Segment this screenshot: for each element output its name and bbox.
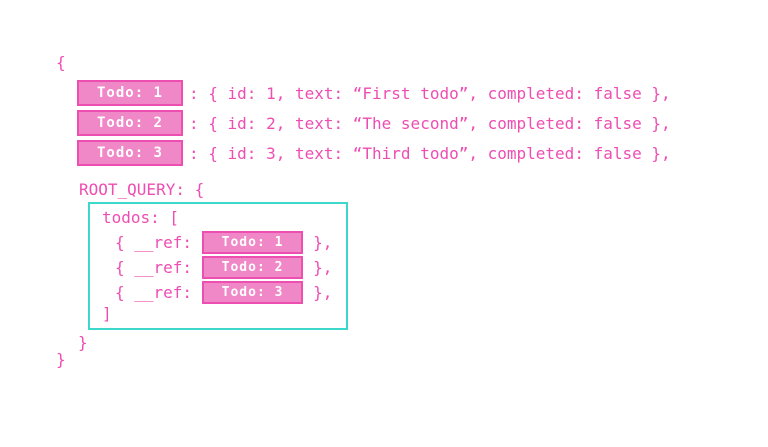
ref-suffix: }, bbox=[313, 282, 333, 302]
entity-row-todo-2: Todo: 2 : { id: 2, text: “The second”, c… bbox=[77, 110, 671, 136]
todo-1-entity-badge: Todo: 1 bbox=[77, 80, 183, 106]
todo-3-entity-value: : { id: 3, text: “Third todo”, completed… bbox=[189, 143, 671, 163]
root-query-label: ROOT_QUERY: { bbox=[79, 180, 205, 199]
todo-3-entity-badge: Todo: 3 bbox=[77, 140, 183, 166]
ref-suffix: }, bbox=[313, 232, 333, 252]
ref-prefix: { __ref: bbox=[115, 232, 193, 252]
ref-row-todo-1: { __ref: Todo: 1 }, bbox=[115, 230, 332, 254]
ref-prefix: { __ref: bbox=[115, 257, 193, 277]
ref-prefix: { __ref: bbox=[115, 282, 193, 302]
todos-highlight-box: todos: [ { __ref: Todo: 1 }, { __ref: To… bbox=[88, 202, 348, 330]
ref-row-todo-2: { __ref: Todo: 2 }, bbox=[115, 255, 332, 279]
todo-3-ref-badge: Todo: 3 bbox=[202, 280, 304, 304]
todos-array-close: ] bbox=[102, 304, 112, 323]
todo-2-entity-badge: Todo: 2 bbox=[77, 110, 183, 136]
outer-close-brace: } bbox=[56, 350, 66, 369]
outer-open-brace: { bbox=[56, 53, 66, 72]
todo-2-entity-value: : { id: 2, text: “The second”, completed… bbox=[189, 113, 671, 133]
todo-2-ref-badge: Todo: 2 bbox=[202, 255, 304, 279]
entity-row-todo-3: Todo: 3 : { id: 3, text: “Third todo”, c… bbox=[77, 140, 671, 166]
todo-1-entity-value: : { id: 1, text: “First todo”, completed… bbox=[189, 83, 671, 103]
entity-row-todo-1: Todo: 1 : { id: 1, text: “First todo”, c… bbox=[77, 80, 671, 106]
root-query-close-brace: } bbox=[78, 333, 88, 352]
todos-array-open: todos: [ bbox=[102, 208, 180, 227]
todo-1-ref-badge: Todo: 1 bbox=[202, 230, 304, 254]
ref-suffix: }, bbox=[313, 257, 333, 277]
ref-row-todo-3: { __ref: Todo: 3 }, bbox=[115, 280, 332, 304]
